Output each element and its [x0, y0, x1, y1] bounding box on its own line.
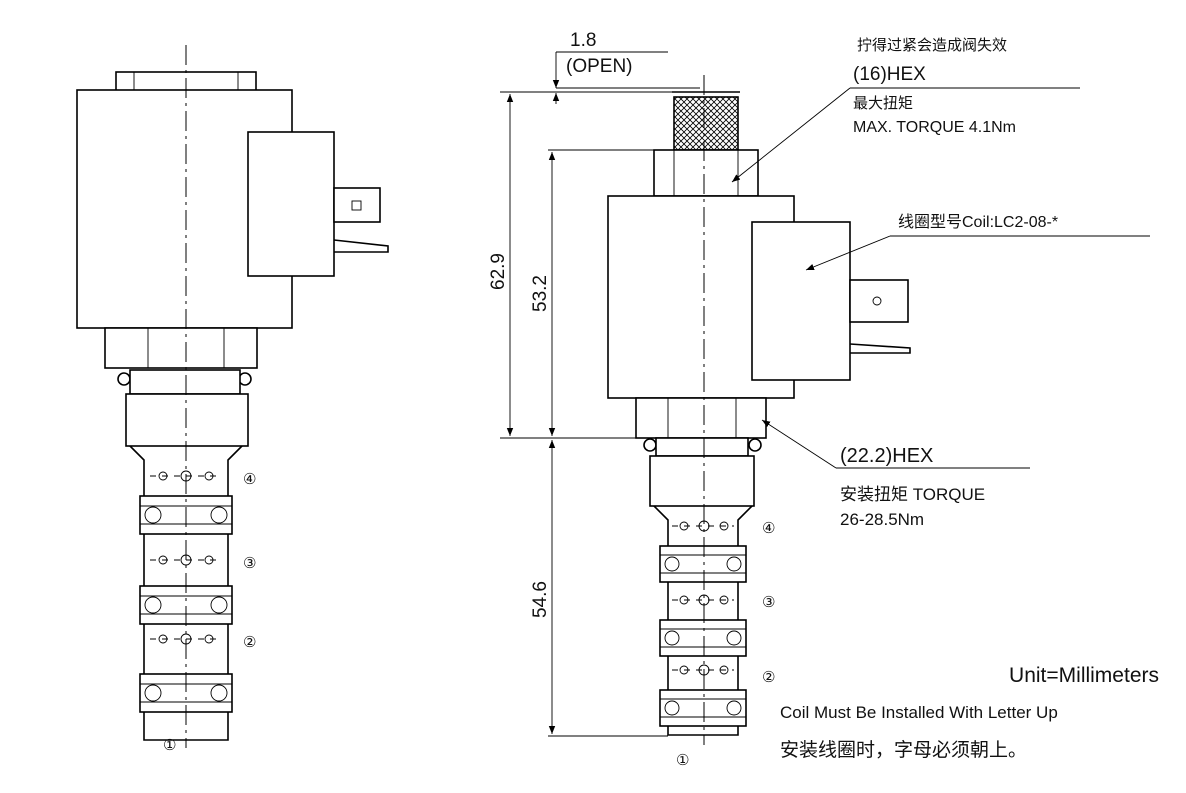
- dimension-lines: [500, 51, 700, 737]
- side-view: ④ ③ ② ①: [607, 75, 911, 769]
- callout-coil-model: 线圈型号Coil:LC2-08-*: [898, 213, 1058, 231]
- side-oring-1: [659, 545, 747, 583]
- side-port-label-2: ②: [762, 668, 775, 686]
- front-thread-section: [125, 393, 249, 447]
- front-connector: [247, 131, 389, 277]
- front-port-label-1: ①: [163, 736, 176, 754]
- note-coil-install-cn: 安装线圈时，字母必须朝上。: [780, 739, 1027, 761]
- side-oring-2: [659, 619, 747, 657]
- knurled-knob: [672, 91, 740, 151]
- callout-hex-large: (22.2)HEX: [840, 445, 933, 467]
- side-thread-section: [649, 455, 755, 507]
- callout-max-torque-cn: 最大扭矩: [853, 95, 913, 112]
- dim-cartridge-length: 54.6: [530, 581, 551, 618]
- dim-open-label: (OPEN): [566, 56, 633, 77]
- side-oring-3: [659, 689, 747, 727]
- callout-install-torque-value: 26-28.5Nm: [840, 510, 924, 529]
- dim-open-gap: 1.8: [570, 30, 596, 51]
- side-port-3: [672, 594, 734, 606]
- small-hex-nut: [653, 149, 759, 197]
- side-connector: [751, 221, 911, 381]
- leader-lines: [731, 87, 1150, 469]
- note-coil-install: Coil Must Be Installed With Letter Up: [780, 703, 1058, 722]
- callout-hex-small: (16)HEX: [853, 64, 926, 85]
- side-port-label-4: ④: [762, 519, 775, 537]
- front-port-label-2: ②: [243, 633, 256, 651]
- side-port-2: [672, 664, 734, 676]
- callout-warning: 拧得过紧会造成阀失效: [857, 37, 1007, 54]
- front-lower-hex: [104, 327, 258, 369]
- front-port-label-4: ④: [243, 470, 256, 488]
- dim-overall-height: 62.9: [488, 253, 509, 290]
- dim-coil-height: 53.2: [530, 275, 551, 312]
- front-port-label-3: ③: [243, 554, 256, 572]
- front-view: ④ ③ ② ①: [76, 45, 389, 754]
- large-hex-nut: [635, 397, 767, 439]
- side-port-label-1: ①: [676, 751, 689, 769]
- side-port-label-3: ③: [762, 593, 775, 611]
- note-unit: Unit=Millimeters: [1009, 664, 1159, 687]
- callout-max-torque: MAX. TORQUE 4.1Nm: [853, 119, 1016, 136]
- callout-install-torque: 安装扭矩 TORQUE: [840, 485, 985, 504]
- side-port-4: [672, 520, 734, 532]
